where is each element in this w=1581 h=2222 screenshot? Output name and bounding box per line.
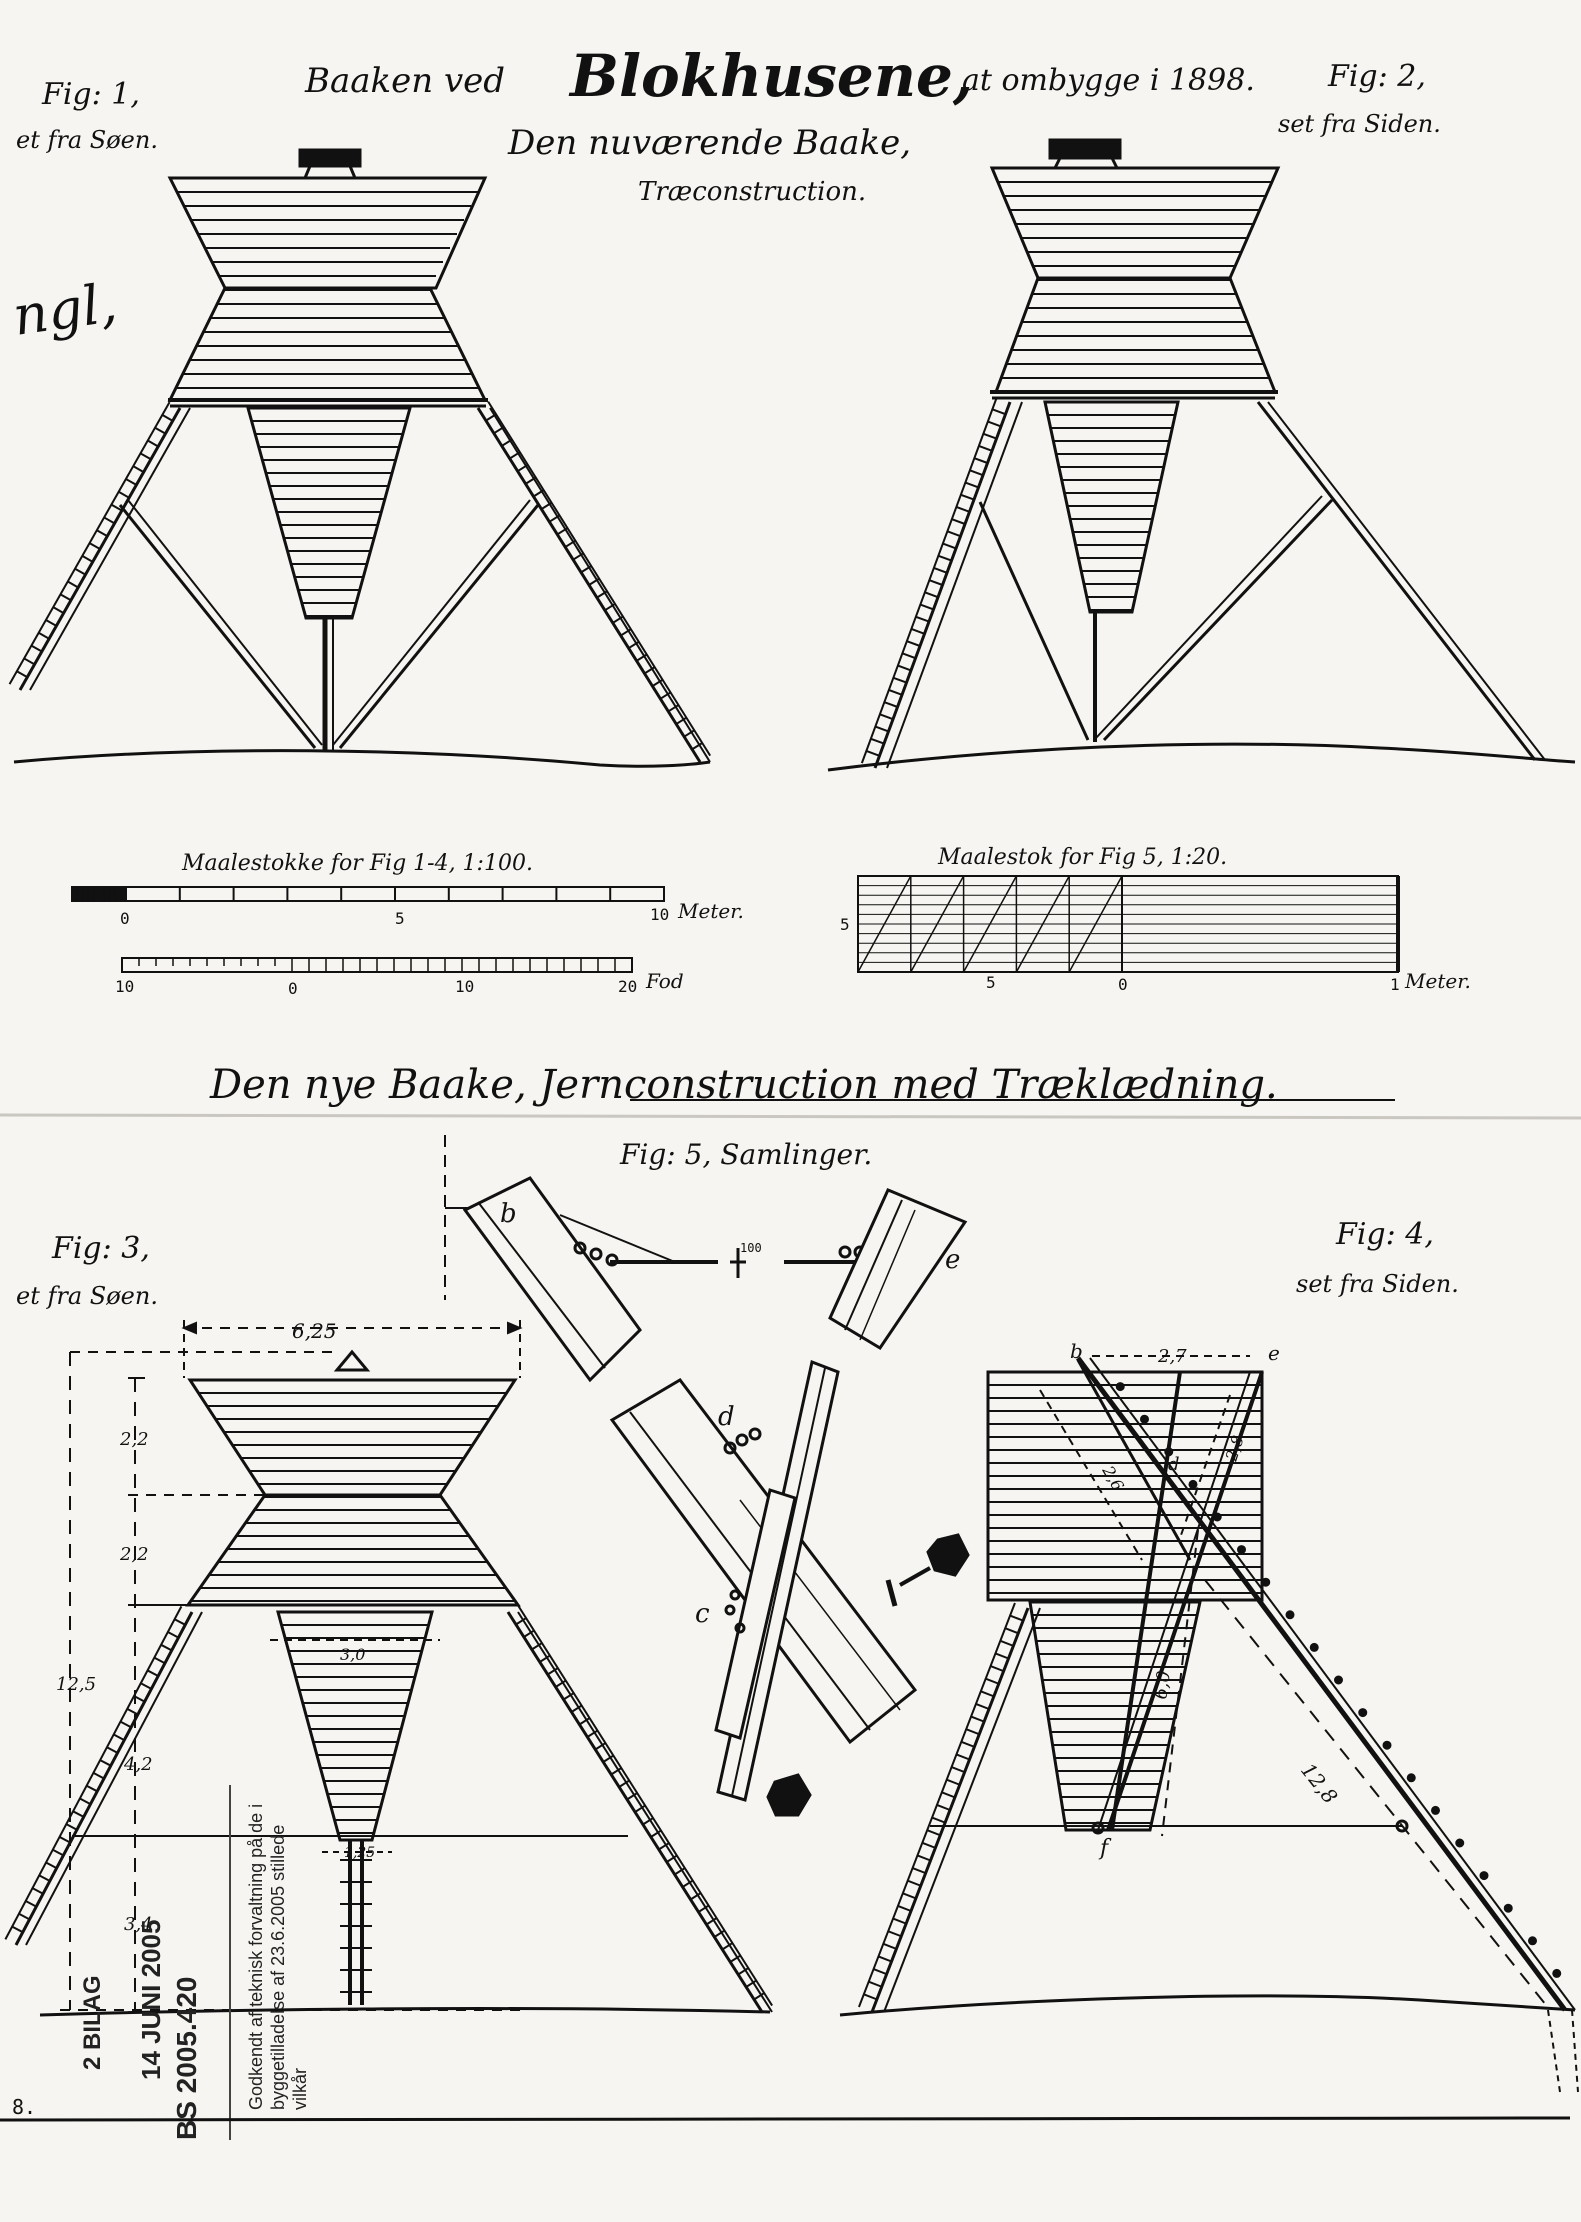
fig3-dim-height: 12,5 [56, 1674, 96, 1695]
fig4-label: Fig: 4, [1335, 1217, 1434, 1252]
fig5-letter-e: e [945, 1245, 960, 1275]
fig1-lantern [298, 148, 362, 179]
fig3-tower [4, 1349, 773, 2017]
scale-left-fod-10a: 10 [115, 977, 134, 996]
fig4-dimension-lines [1039, 1355, 1551, 2011]
scale-right-tick-1: 1 [1390, 975, 1400, 994]
fig4-dim-top-width: 2,7 [1157, 1346, 1187, 1367]
scale-right-tick-5: 5 [986, 973, 996, 992]
fold-line [0, 1113, 1581, 1120]
fig4-letter-b: b [1070, 1339, 1083, 1363]
scale-left-meter-0: 0 [120, 909, 130, 928]
scale-right-side-label: 5 [840, 915, 850, 934]
bottom-rule [0, 2116, 1571, 2122]
stamp-bilag: 2 BILAG [79, 1975, 106, 2070]
fig4-tower [839, 1356, 1579, 2093]
title-current: Den nuværende Baake, [507, 123, 911, 163]
fig5-letter-c: c [695, 1599, 710, 1629]
fig3-label: Fig: 3, [51, 1231, 150, 1266]
corner-mark: 8. [12, 2095, 36, 2119]
approval-stamp: Godkendt af teknisk forvaltning på de i … [79, 1785, 310, 2140]
scale-left [71, 886, 665, 973]
fig1-tower [8, 148, 712, 768]
stamp-bs: BS 2005.420 [171, 1977, 202, 2140]
fig5-detail-note: 100 [740, 1241, 762, 1255]
fig5-letter-b: b [500, 1199, 517, 1229]
fig3-sub: et fra Søen. [16, 1282, 158, 1310]
scale-right-title: Maalestok for Fig 5, 1:20. [937, 845, 1227, 870]
fig3-dim-seg2: 2,2 [119, 1544, 149, 1565]
scale-right-unit: Meter. [1404, 969, 1471, 993]
scale-left-fod-unit: Fod [645, 969, 684, 993]
scale-left-meter-unit: Meter. [677, 899, 744, 923]
margin-note: ngl, [9, 271, 121, 348]
scale-right [857, 875, 1400, 973]
fig3-dim-base-width: 1,25 [344, 1845, 375, 1861]
fig4-sub: set fra Siden. [1296, 1270, 1459, 1298]
fig5-label: Fig: 5, Samlinger. [619, 1138, 872, 1171]
fig3-dim-cone-width: 3,0 [340, 1645, 365, 1664]
fig3-dim-seg1: 2,2 [119, 1429, 149, 1450]
fig4-letter-f: f [1098, 1836, 1112, 1861]
scale-left-meter-10: 10 [650, 905, 669, 924]
fig3-dim-seg3: 4,2 [123, 1754, 153, 1775]
stamp-line2: byggetilladelse af 23.6.2005 stillede [268, 1825, 288, 2110]
fig4-letter-e: e [1268, 1341, 1280, 1365]
fig2-tower [827, 138, 1576, 772]
scale-right-tick-0: 0 [1118, 975, 1128, 994]
stamp-date: 14 JUNI 2005 [136, 1920, 166, 2080]
fig4-letter-d: d [1168, 1454, 1180, 1475]
fig3-dim-top-width: 6,25 [292, 1319, 337, 1343]
title-main-big: Blokhusene, [568, 42, 973, 110]
scale-left-title: Maalestokke for Fig 1-4, 1:100. [181, 851, 533, 876]
scale-left-fod-20: 20 [618, 977, 637, 996]
stamp-line1: Godkendt af teknisk forvaltning på de i [246, 1804, 266, 2110]
fig5-details: 100 [444, 1135, 970, 1817]
fig4-dim-mid: 6,0 [1150, 1669, 1175, 1700]
title-main-left: Baaken ved [304, 61, 505, 101]
fig1-sub: et fra Søen. [16, 126, 158, 154]
scale-left-meter-5: 5 [395, 909, 405, 928]
fig1-label: Fig: 1, [41, 77, 140, 112]
fig4-dim-long: 12,8 [1296, 1758, 1342, 1808]
scale-left-fod-0: 0 [288, 979, 298, 998]
scale-left-fod-10b: 10 [455, 977, 474, 996]
fig5-letter-d: d [718, 1402, 735, 1432]
fig2-sub: set fra Siden. [1278, 110, 1441, 138]
fig2-label: Fig: 2, [1327, 59, 1426, 94]
fig3-dim-seg4: 3,4 [124, 1914, 153, 1935]
title-current-sub: Træconstruction. [638, 177, 866, 207]
title-new: Den nye Baake, Jernconstruction med Træk… [209, 1062, 1278, 1108]
stamp-line3: vilkår [290, 2068, 310, 2110]
title-main-right: at ombygge i 1898. [962, 63, 1255, 98]
fig3-dimension-lines [60, 1320, 523, 2011]
